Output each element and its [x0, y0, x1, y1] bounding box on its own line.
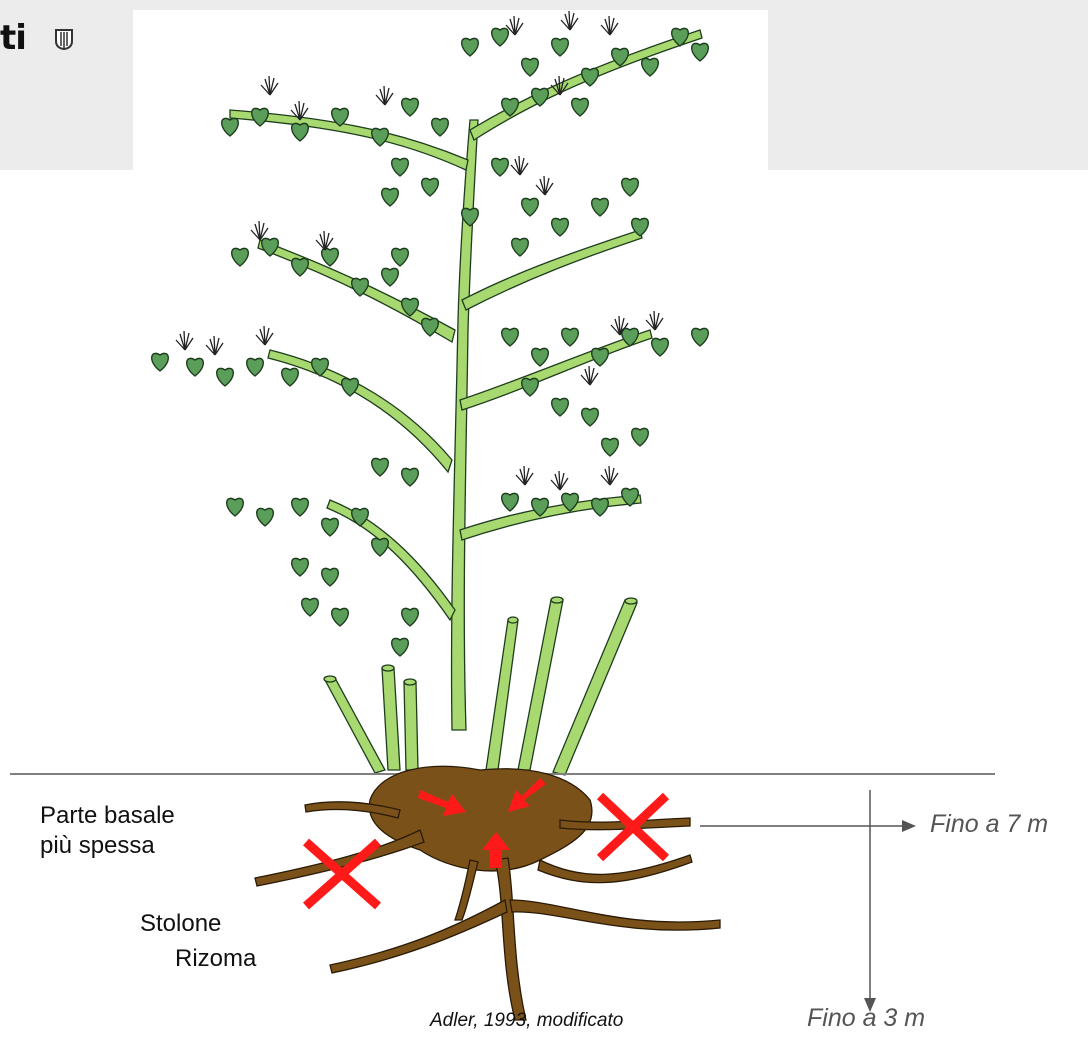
- label-basal-part: Parte basale più spessa: [40, 801, 175, 861]
- arrowhead-right: [902, 820, 916, 832]
- dimension-horizontal: Fino a 7 m: [930, 810, 1048, 839]
- cut-stems: [324, 597, 637, 775]
- label-basal-line1: Parte basale: [40, 801, 175, 831]
- label-rhizome: Rizoma: [175, 944, 256, 974]
- label-stolon: Stolone: [140, 909, 221, 939]
- source-credit: Adler, 1993, modificato: [430, 1010, 623, 1032]
- label-basal-line2: più spessa: [40, 831, 175, 861]
- dimension-vertical: Fino a 3 m: [807, 1004, 925, 1033]
- dimension-arrows: [700, 790, 905, 1000]
